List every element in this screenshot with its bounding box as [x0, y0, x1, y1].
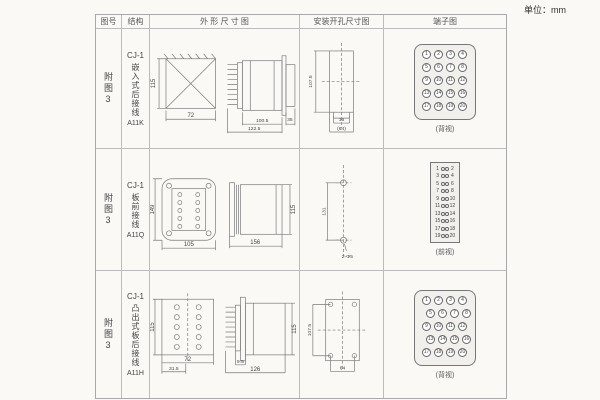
dim-pin-length: 9.5	[237, 359, 244, 365]
dim-front-width: 72	[184, 357, 191, 363]
figure-cell-row3: 附图3	[96, 271, 122, 398]
structure-name: 板前接线	[131, 192, 140, 229]
dim-cutout-width: (64)	[337, 126, 346, 132]
dim-hole-spacing: 131	[322, 207, 328, 215]
mounting-drawing-cutout: 107.5 16 (64)	[308, 43, 362, 133]
model-label: CJ-1	[127, 292, 144, 301]
figure-number: 附图3	[103, 71, 113, 106]
mounting-cell-row2: 131 2-Φ5	[300, 149, 384, 271]
side-view-shapes	[229, 182, 292, 249]
outline-drawing-front-wired: 149 105 156 115	[150, 178, 297, 251]
model-label: CJ-1	[127, 180, 144, 190]
figure-number: 附图3	[103, 317, 113, 352]
structure-cell-row2: CJ-1 板前接线 A11Q	[122, 149, 150, 271]
hole-pattern-shapes	[312, 299, 360, 372]
structure-cell-row1: CJ-1 嵌入式后接线 A11K	[122, 29, 150, 149]
outline-cell-row3: 115 72 31.5 9.5 126 115	[150, 271, 300, 398]
dim-front-width: 72	[187, 113, 194, 119]
dim-hole-spacing-h: 64	[340, 366, 346, 372]
col-header-mounting: 安装开孔尺寸图	[300, 15, 384, 29]
hole-shapes	[325, 179, 347, 252]
col-header-structure: 结构	[122, 15, 150, 29]
front-view-shapes	[152, 298, 214, 374]
model-label: CJ-1	[127, 50, 144, 60]
dim-body-length: 156	[250, 240, 261, 246]
centerlines	[335, 165, 352, 256]
centerlines	[321, 43, 362, 129]
mounting-cell-row1: 107.5 16 (64)	[300, 29, 384, 149]
outline-drawing-projecting: 115 72 31.5 9.5 126 115	[150, 293, 298, 374]
dim-body-height: 115	[292, 324, 298, 334]
structure-name: 嵌入式后接线	[131, 62, 140, 117]
figure-cell-row1: 附图3	[96, 29, 122, 149]
terminal-view-caption: (前视)	[435, 249, 455, 257]
col-header-terminal: 端子图	[384, 15, 506, 29]
centerlines	[317, 291, 368, 369]
dim-body-height: 115	[291, 204, 297, 214]
type-code: A11Q	[126, 231, 145, 239]
dim-cutout-height: 107.5	[308, 75, 314, 88]
type-code: A11K	[127, 119, 144, 127]
terminal-view-caption: (背视)	[435, 125, 455, 133]
dim-tab-width: 16	[339, 117, 345, 123]
dim-hole-spacing-v: 107.5	[307, 324, 313, 337]
mounting-drawing-two-holes: 131 2-Φ5	[322, 165, 353, 260]
figure-number: 附图3	[103, 192, 113, 227]
type-code: A11H	[127, 370, 144, 377]
dim-body-length: 100.5	[256, 118, 269, 124]
col-header-outline: 外 形 尺 寸 图	[150, 15, 300, 29]
dim-overall-length: 122.5	[248, 126, 261, 132]
dim-front-height: 149	[150, 204, 156, 215]
outline-cell-row1: 115 72 100.5 122.5 35	[150, 29, 300, 149]
col-header-figure: 图号	[96, 15, 122, 29]
unit-label: 单位：mm	[524, 5, 566, 15]
figure-cell-row2: 附图3	[96, 149, 122, 271]
front-view-shapes	[153, 178, 216, 251]
dim-front-height: 115	[151, 78, 157, 88]
mounting-cell-row3: 107.5 64	[300, 271, 384, 398]
structure-name: 凸出式板后接线	[131, 304, 140, 367]
dim-overall-length: 126	[250, 367, 261, 373]
side-view-shapes	[227, 55, 296, 134]
dim-front-height: 115	[150, 322, 156, 332]
dim-front-width: 105	[184, 242, 195, 248]
outline-drawing-flush-mount: 115 72 100.5 122.5 35	[151, 53, 296, 134]
spec-table: 图号 结构 外 形 尺 寸 图 安装开孔尺寸图 端子图 附图3 CJ-1 嵌入式…	[95, 14, 507, 399]
side-view-shapes	[225, 296, 296, 374]
front-view-shapes	[157, 53, 216, 122]
mounting-drawing-four-holes: 107.5 64	[307, 291, 368, 372]
terminal-view-caption: (背视)	[435, 371, 455, 379]
outline-cell-row2: 149 105 156 115	[150, 149, 300, 271]
dim-flange-depth: 35	[287, 117, 293, 123]
cutout-shapes	[313, 50, 354, 133]
structure-cell-row3: CJ-1 凸出式板后接线 A11H	[122, 271, 150, 398]
hole-size-label: 2-Φ5	[342, 254, 353, 260]
dim-stud-offset: 31.5	[169, 366, 179, 372]
